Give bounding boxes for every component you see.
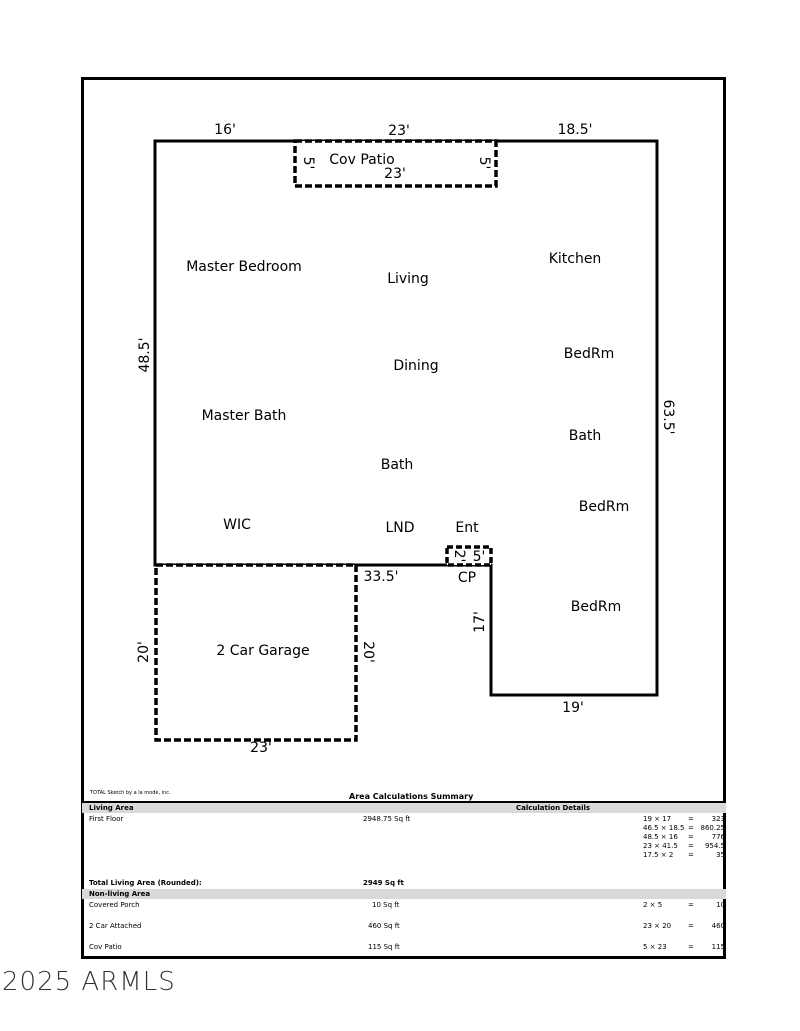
dim-cp-right: 5' xyxy=(473,549,486,565)
dim-patio-left: 5' xyxy=(300,157,316,170)
nonliving-item-value: 460 Sq ft xyxy=(368,922,400,930)
dim-garage-bottom: 23' xyxy=(250,740,272,756)
calc-eq: = xyxy=(688,851,694,859)
dim-garage-left: 20' xyxy=(136,641,152,663)
room-cp: CP xyxy=(458,570,476,586)
software-credit: TOTAL Sketch by a la mode, inc. xyxy=(90,790,171,796)
nonliving-item-val: 115 xyxy=(711,943,725,951)
calc-line: 46.5 × 18.5 = 860.25 xyxy=(643,824,725,833)
nonliving-item-eq: = xyxy=(688,922,694,930)
room-bath-right: Bath xyxy=(569,428,602,444)
room-living: Living xyxy=(387,271,429,287)
calc-val: 954.5 xyxy=(704,842,725,850)
nonliving-item-val: 10 xyxy=(716,901,725,909)
first-floor-row: First Floor 2948.75 Sq ft 19 × 17 = 323 … xyxy=(82,813,726,879)
room-wic: WIC xyxy=(223,517,251,533)
nonliving-row: Covered Porch 10 Sq ft 2 × 5 = 10 xyxy=(82,899,726,920)
dim-garage-right: 20' xyxy=(360,641,376,663)
nonliving-item-label: Cov Patio xyxy=(89,943,122,951)
total-row: Total Living Area (Rounded): 2949 Sq ft xyxy=(82,879,726,889)
calc-expr: 46.5 × 18.5 xyxy=(643,824,685,832)
living-area-label: Living Area xyxy=(89,804,134,812)
room-garage: 2 Car Garage xyxy=(216,643,309,659)
room-cov-patio: Cov Patio xyxy=(329,152,394,168)
armls-watermark: 2025 ARMLS xyxy=(2,967,176,997)
dim-bottom-right: 19' xyxy=(562,700,584,716)
dim-mid-horiz: 33.5' xyxy=(363,569,398,585)
nonliving-item-val: 460 xyxy=(711,922,725,930)
dim-right-side: 63.5' xyxy=(660,399,676,434)
nonliving-row: 2 Car Attached 460 Sq ft 23 × 20 = 460 xyxy=(82,920,726,941)
room-bedrm-2: BedRm xyxy=(579,499,629,515)
dim-left-side: 48.5' xyxy=(137,337,153,372)
calc-val: 35 xyxy=(716,851,725,859)
room-bedrm-3: BedRm xyxy=(571,599,621,615)
living-area-header: Living Area Calculation Details xyxy=(82,803,726,813)
cov-patio-outline xyxy=(293,139,498,188)
dim-step-side: 17' xyxy=(472,611,488,633)
nonliving-item-label: Covered Porch xyxy=(89,901,140,909)
room-dining: Dining xyxy=(393,358,438,374)
first-floor-value: 2948.75 Sq ft xyxy=(363,815,411,823)
summary-title: Area Calculations Summary xyxy=(349,792,474,801)
calc-eq: = xyxy=(688,842,694,850)
dim-top-mid: 23' xyxy=(388,123,410,139)
dim-patio-inner: 23' xyxy=(384,166,406,182)
cp-outline xyxy=(445,545,493,567)
room-bedrm-1: BedRm xyxy=(564,346,614,362)
calc-details-label: Calculation Details xyxy=(516,804,591,812)
calc-eq: = xyxy=(688,824,694,832)
room-master-bath: Master Bath xyxy=(202,408,287,424)
calc-line: 19 × 17 = 323 xyxy=(643,815,725,824)
first-floor-label: First Floor xyxy=(89,815,124,823)
calc-val: 860.25 xyxy=(700,824,726,832)
calc-eq: = xyxy=(688,833,694,841)
nonliving-item-expr: 5 × 23 xyxy=(643,943,667,951)
nonliving-item-expr: 2 × 5 xyxy=(643,901,663,909)
nonliving-item-value: 10 Sq ft xyxy=(372,901,400,909)
dim-top-right: 18.5' xyxy=(557,122,592,138)
room-lnd: LND xyxy=(385,520,414,536)
room-master-bedroom: Master Bedroom xyxy=(186,259,302,275)
calc-expr: 23 × 41.5 xyxy=(643,842,678,850)
calc-val: 776 xyxy=(711,833,725,841)
nonliving-item-eq: = xyxy=(688,943,694,951)
calc-expr: 19 × 17 xyxy=(643,815,672,823)
nonliving-item-label: 2 Car Attached xyxy=(89,922,142,930)
area-summary-table: Living Area Calculation Details First Fl… xyxy=(82,801,726,961)
total-value: 2949 Sq ft xyxy=(363,879,404,887)
nonliving-item-eq: = xyxy=(688,901,694,909)
nonliving-label: Non-living Area xyxy=(89,890,151,898)
garage-outline xyxy=(154,563,358,742)
total-label: Total Living Area (Rounded): xyxy=(89,879,202,887)
room-ent: Ent xyxy=(455,520,479,536)
nonliving-item-expr: 23 × 20 xyxy=(643,922,672,930)
floor-plan: Master Bedroom Living Kitchen Dining Bed… xyxy=(136,122,676,756)
dim-patio-right: 5' xyxy=(476,157,492,170)
dim-top-left: 16' xyxy=(214,122,236,138)
calc-eq: = xyxy=(688,815,694,823)
house-outline xyxy=(153,139,659,697)
calc-expr: 17.5 × 2 xyxy=(643,851,674,859)
calc-expr: 48.5 × 16 xyxy=(643,833,678,841)
calc-line: 23 × 41.5 = 954.5 xyxy=(643,842,725,851)
dim-cp-left: 2' xyxy=(451,550,467,563)
calc-list: 19 × 17 = 323 46.5 × 18.5 = 860.25 48.5 … xyxy=(643,815,725,860)
room-kitchen: Kitchen xyxy=(549,251,602,267)
calc-line: 17.5 × 2 = 35 xyxy=(643,851,725,860)
nonliving-row: Cov Patio 115 Sq ft 5 × 23 = 115 xyxy=(82,941,726,961)
nonliving-item-value: 115 Sq ft xyxy=(368,943,400,951)
calc-line: 48.5 × 16 = 776 xyxy=(643,833,725,842)
room-bath-center: Bath xyxy=(381,457,414,473)
nonliving-header: Non-living Area xyxy=(82,889,726,899)
calc-val: 323 xyxy=(711,815,725,823)
